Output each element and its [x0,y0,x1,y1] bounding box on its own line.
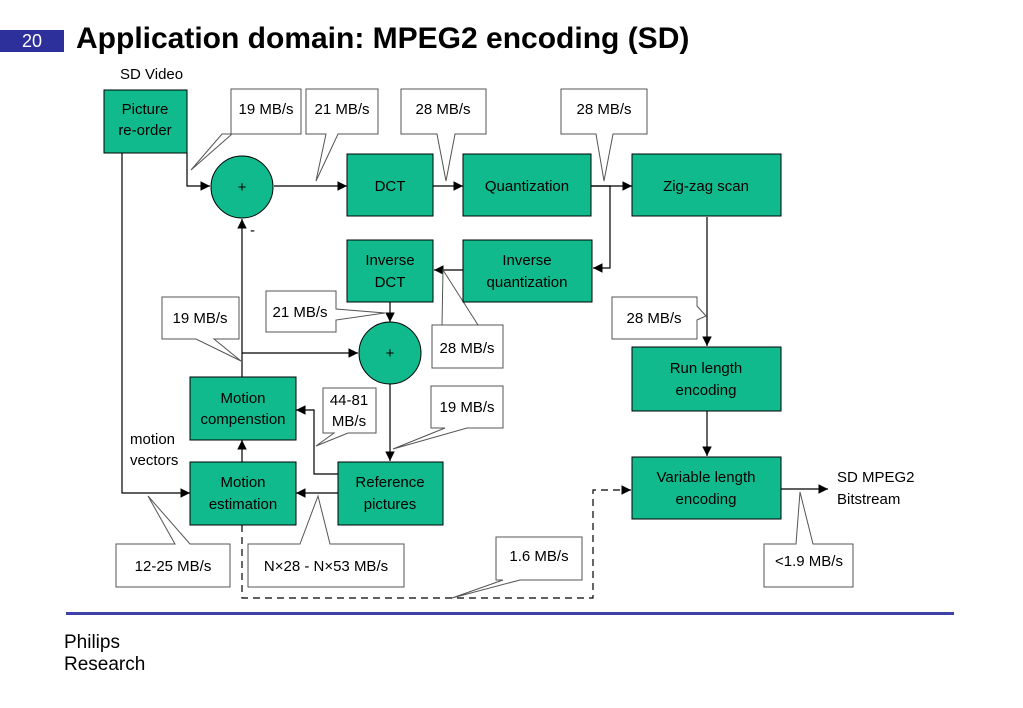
rate-1-9: <1.9 MB/s [775,553,843,570]
callout-19-top [190,88,302,171]
minus-sign: - [250,222,255,239]
run-length-line1: Run length [670,360,743,377]
rate-1-6: 1.6 MB/s [509,548,568,565]
inverse-dct-line2: DCT [375,274,406,291]
bitstream-line1: SD MPEG2 [837,469,915,486]
motion-est-line1: Motion [220,474,265,491]
block-run-length [631,346,782,412]
rate-21-mid: 21 MB/s [272,304,327,321]
block-picture-reorder [103,89,188,154]
callout-19-ref [392,385,504,450]
rate-28-dct: 28 MB/s [415,101,470,118]
variable-length-line2: encoding [676,491,737,508]
callout-44-81 [315,387,377,447]
summing-node-1 [210,155,274,219]
variable-length-line1: Variable length [657,469,756,486]
connections [121,153,828,599]
reference-line2: pictures [364,496,417,513]
blocks: Picture re-order + - DCT Quantization Zi… [103,89,782,526]
summing-node-2 [358,321,422,385]
motion-est-line2: estimation [209,496,277,513]
callout-19-mc [161,296,242,362]
callout-21-mid [265,290,386,333]
callout-1-9 [763,491,854,588]
motion-vectors-line1: motion [130,431,175,448]
rate-44-81-line1: 44-81 [330,392,368,409]
run-length-line2: encoding [676,382,737,399]
block-motion-compensation [189,376,297,441]
inverse-quant-line2: quantization [487,274,568,291]
zigzag-label: Zig-zag scan [663,178,749,195]
motion-comp-line1: Motion [220,390,265,407]
callout-28-dct [400,88,487,182]
page-title: Application domain: MPEG2 encoding (SD) [76,22,690,55]
rate-21-top: 21 MB/s [314,101,369,118]
sum1-symbol: + [238,179,247,196]
block-variable-length [631,456,782,520]
rate-28-right: 28 MB/s [626,310,681,327]
quantization-label: Quantization [485,178,569,195]
inverse-quant-line1: Inverse [502,252,551,269]
block-reference-pictures [337,461,444,526]
picture-reorder-line1: Picture [122,101,169,118]
block-dct [346,153,434,217]
callout-28-quant [560,88,648,182]
block-zigzag [631,153,782,217]
footer-line2: Research [64,654,146,675]
footer-line1: Philips [64,632,120,653]
callout-28-right [611,296,707,340]
footer: Philips Research [64,632,145,676]
rate-callouts: 19 MB/s 21 MB/s 28 MB/s 28 MB/s 19 MB/s … [115,88,854,599]
rate-44-81-line2: MB/s [332,413,366,430]
block-quantization [462,153,592,217]
free-labels: SD Video motion vectors SD MPEG2 Bitstre… [120,66,915,508]
dct-label: DCT [375,178,406,195]
callout-12-25 [115,495,231,588]
motion-vectors-line2: vectors [130,452,178,469]
block-motion-estimation [189,461,297,526]
rate-12-25: 12-25 MB/s [135,558,212,575]
bitstream-line2: Bitstream [837,491,900,508]
picture-reorder-line2: re-order [118,122,171,139]
footer-divider [66,612,954,615]
rate-19-ref: 19 MB/s [439,399,494,416]
rate-n28: N×28 - N×53 MB/s [264,558,388,575]
rate-28-quant: 28 MB/s [576,101,631,118]
callout-1-6 [451,536,583,599]
rate-28-iq: 28 MB/s [439,340,494,357]
reference-line1: Reference [355,474,424,491]
slide-number: 20 [0,30,64,52]
sd-video-label: SD Video [120,66,183,83]
inverse-dct-line1: Inverse [365,252,414,269]
callout-n28 [247,494,405,588]
sum2-symbol: + [386,345,395,362]
callout-28-iq [431,268,504,369]
block-inverse-dct [346,239,434,303]
rate-19-mc: 19 MB/s [172,310,227,327]
callout-21-top [305,88,379,182]
rate-19-top: 19 MB/s [238,101,293,118]
motion-comp-line2: compenstion [200,411,285,428]
block-inverse-quantization [462,239,593,303]
